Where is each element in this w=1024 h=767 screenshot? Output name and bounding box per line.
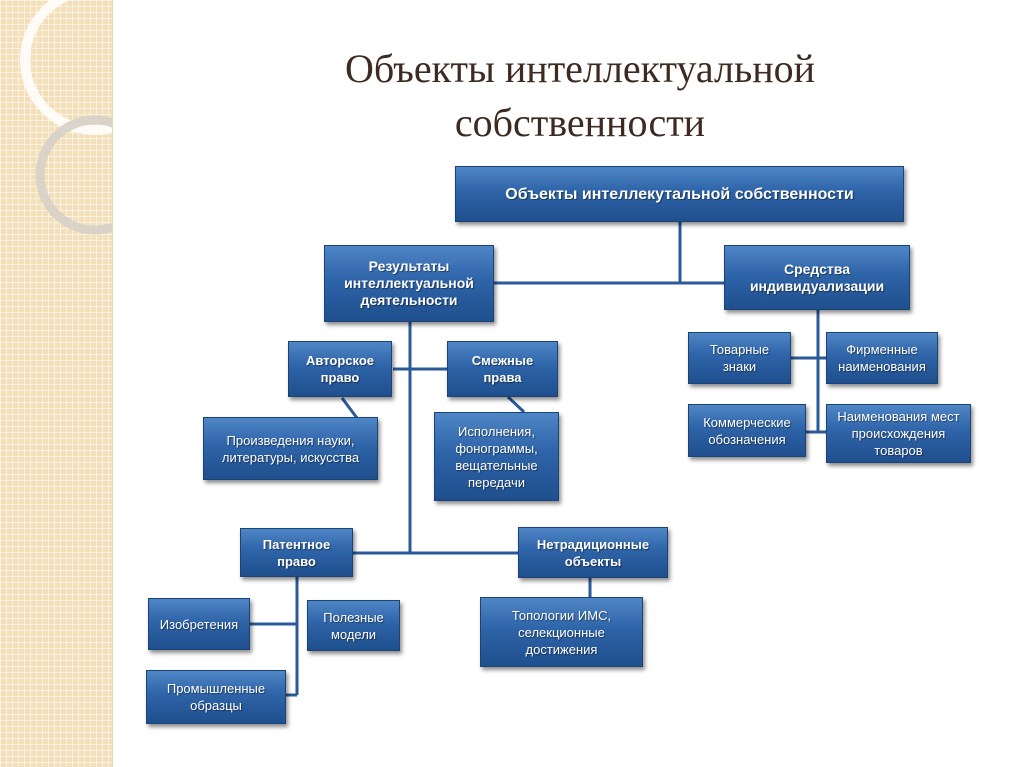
inventions-node: Изобретения	[148, 598, 250, 650]
works-node: Произведения науки, литературы, искусств…	[203, 417, 378, 480]
utility-models-node: Полезные модели	[307, 600, 400, 651]
patent-right-node: Патентное право	[240, 528, 353, 577]
topologies-node: Топологии ИМС, селекционные достижения	[480, 597, 643, 667]
connector-line	[506, 395, 526, 414]
industrial-designs-node: Промышленные образцы	[146, 670, 286, 724]
root-node: Объекты интеллекутальной собственности	[455, 166, 904, 222]
decorative-circles	[20, 0, 112, 235]
appellations-origin-node: Наименования мест происхождения товаров	[826, 404, 971, 463]
nontraditional-node: Нетрадиционные объекты	[518, 527, 668, 578]
slide-title: Объекты интеллектуальной собственности	[200, 42, 960, 150]
performances-node: Исполнения, фонограммы, вещательные пере…	[434, 412, 559, 501]
connector-line	[340, 397, 359, 419]
author-right-node: Авторское право	[288, 341, 392, 397]
means-node: Средства индивидуализации	[724, 245, 910, 310]
results-node: Результаты интеллектуальной деятельности	[324, 245, 494, 322]
slide-title-line-2: собственности	[454, 100, 706, 145]
related-rights-node: Смежные права	[447, 341, 558, 397]
slide-title-line-1: Объекты интеллектуальной	[344, 46, 816, 91]
commercial-designations-node: Коммерческие обозначения	[688, 404, 806, 457]
trade-names-node: Фирменные наименования	[826, 332, 938, 384]
trademarks-node: Товарные знаки	[688, 332, 791, 384]
